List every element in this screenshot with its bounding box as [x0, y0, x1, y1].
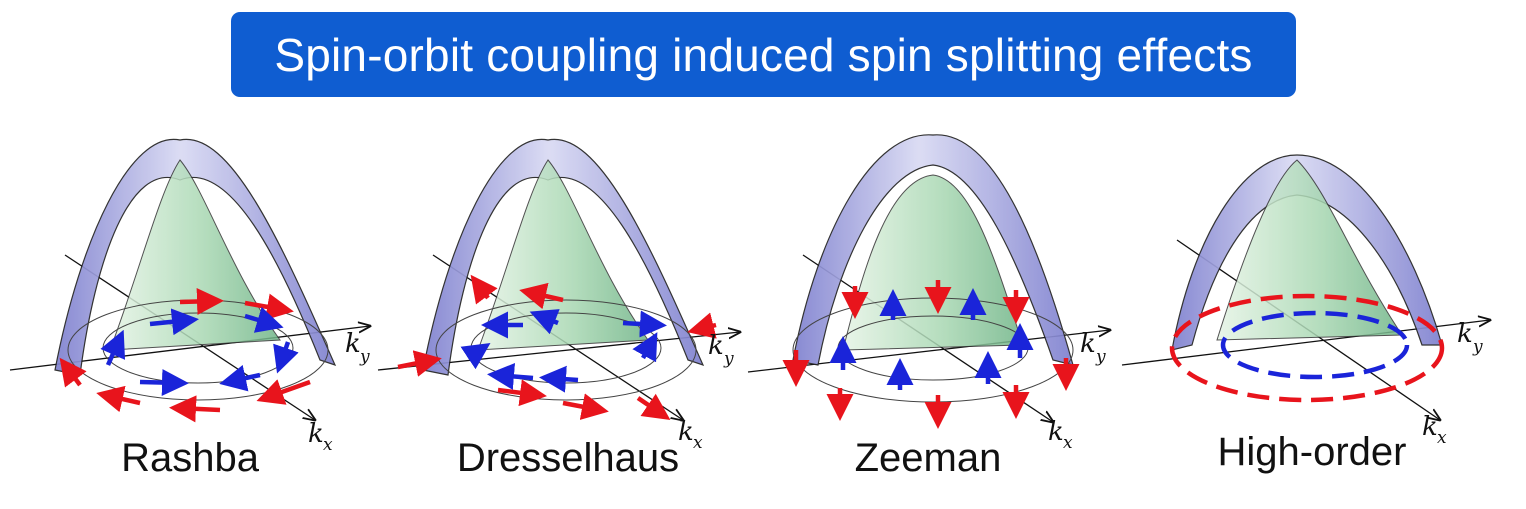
- ky-label: k: [1080, 329, 1096, 359]
- outer-spin-arrows: [397, 274, 717, 421]
- inner-band: [1216, 159, 1403, 341]
- diagram-title: Spin-orbit coupling induced spin splitti…: [274, 28, 1253, 81]
- ky-label: k: [708, 331, 724, 361]
- outer-band: [54, 138, 337, 376]
- kx-label: k: [1422, 412, 1438, 442]
- rashba-band-diagram: k y k x: [9, 138, 390, 455]
- inner-spin-arrows: [460, 309, 667, 393]
- kx-label: k: [678, 417, 694, 447]
- ky-subscript: y: [1472, 337, 1483, 357]
- kx-subscript: x: [693, 433, 703, 453]
- ky-label: k: [345, 329, 361, 359]
- panel-label-zeeman: Zeeman: [854, 436, 1002, 480]
- outer-spin-arrows: [782, 280, 1080, 429]
- panel-dresselhaus: k y k x Dresselhaus: [377, 120, 758, 509]
- zeeman-band-diagram: k y k x: [747, 134, 1128, 453]
- panel-rashba: k y k x Rashba: [9, 120, 390, 509]
- inner-spin-arrows: [100, 306, 299, 397]
- ky-subscript: y: [1095, 347, 1106, 367]
- panel-zeeman: k y k x Zeeman: [747, 120, 1128, 509]
- outer-fermi-circle: [1169, 293, 1445, 403]
- inner-spin-arrows: [829, 288, 1034, 390]
- kx-label: k: [1048, 417, 1064, 447]
- ky-subscript: y: [359, 347, 370, 367]
- kx-subscript: x: [1063, 433, 1073, 453]
- panel-label-dresselhaus: Dresselhaus: [456, 436, 680, 480]
- ky-subscript: y: [723, 349, 734, 369]
- kx-subscript: x: [1437, 428, 1447, 448]
- high-order-band-diagram: k y k x: [1121, 154, 1502, 448]
- kx-subscript: x: [323, 435, 333, 455]
- dresselhaus-band-diagram: k y k x: [377, 138, 758, 453]
- outer-band: [422, 138, 705, 376]
- title-banner: Spin-orbit coupling induced spin splitti…: [231, 12, 1296, 97]
- kx-label: k: [308, 419, 324, 449]
- ky-label: k: [1457, 319, 1473, 349]
- outer-fermi-circle: [435, 299, 697, 401]
- panel-label-rashba: Rashba: [121, 436, 259, 480]
- panel-high-order: k y k x High-order: [1121, 120, 1502, 509]
- inner-fermi-circle: [1220, 310, 1410, 380]
- panel-label-high-order: High-order: [1217, 430, 1407, 474]
